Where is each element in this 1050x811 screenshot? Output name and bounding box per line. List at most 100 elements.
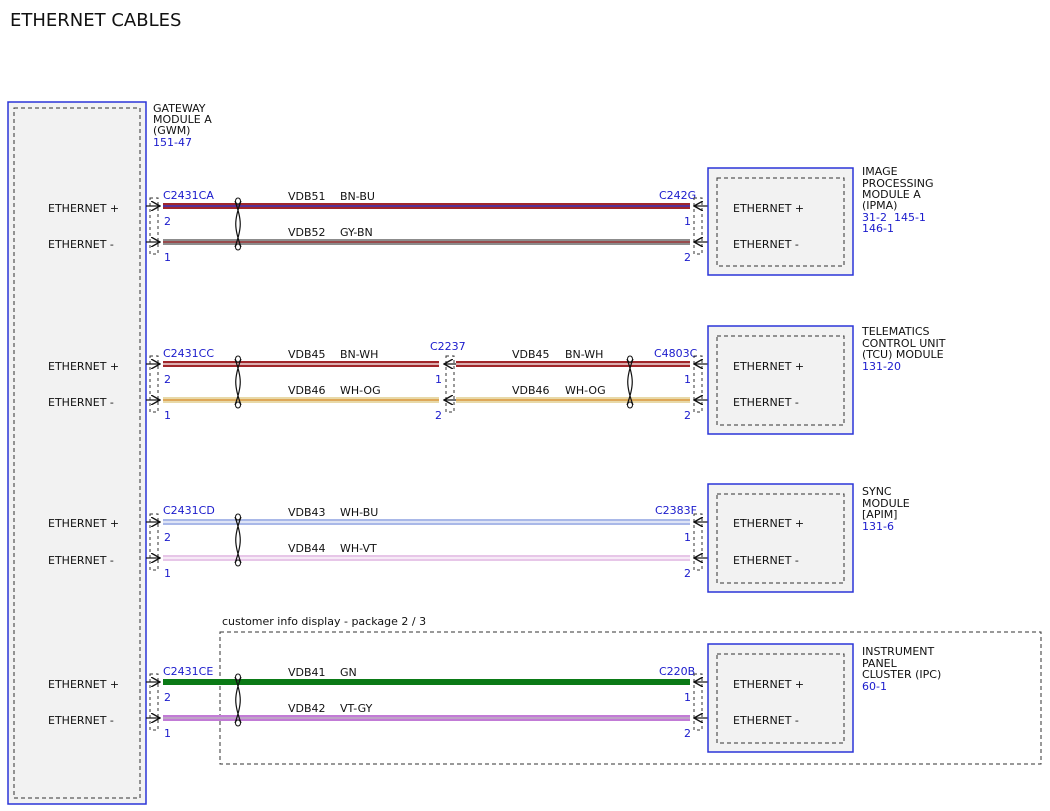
right-connector: C2383F xyxy=(655,504,697,517)
twist-end-bottom xyxy=(235,559,241,567)
module-ref-1: 131-20 xyxy=(862,360,901,373)
module-name-line-1: SYNC xyxy=(862,485,892,498)
mid-connector-outline xyxy=(445,355,455,413)
module-name-line-3: CLUSTER (IPC) xyxy=(862,668,941,681)
wire-top-2-circuit: VDB45 xyxy=(512,348,550,361)
module-name-line-3: MODULE A xyxy=(862,188,921,201)
module-name-line-2: MODULE xyxy=(862,497,910,510)
module-name-line-2: PANEL xyxy=(862,657,898,670)
twist-end-top xyxy=(235,673,241,681)
twisted-pair-icon-2 xyxy=(626,358,634,406)
module-box xyxy=(707,483,854,593)
module-pin-plus-label: ETHERNET + xyxy=(733,678,804,691)
left-pin-top: 2 xyxy=(164,531,171,544)
group-apim: ETHERNET + ETHERNET - C2431CD 2 1 VDB43 … xyxy=(48,483,910,593)
gateway-module: GATEWAY MODULE A (GWM) 151-47 xyxy=(7,101,212,805)
wire-bottom-color: WH-OG xyxy=(340,384,381,397)
wire-bottom-color: VT-GY xyxy=(340,702,373,715)
left-connector: C2431CD xyxy=(163,504,215,517)
right-pin-bottom: 2 xyxy=(684,727,691,740)
group-tcu: ETHERNET + ETHERNET - C2431CC 2 1 VDB45 … xyxy=(48,325,946,435)
left-pin-bottom: 1 xyxy=(164,409,171,422)
left-connector-outline xyxy=(149,673,159,731)
module-inner xyxy=(716,335,845,426)
twist-end-bottom-2 xyxy=(627,401,633,409)
module-pin-minus-label: ETHERNET - xyxy=(733,238,799,251)
module-pin-plus-label: ETHERNET + xyxy=(733,517,804,530)
wire-top-circuit: VDB43 xyxy=(288,506,326,519)
group-ipc: ETHERNET + ETHERNET - C2431CE 2 1 VDB41 … xyxy=(48,643,941,753)
gwm-pin-plus-label: ETHERNET + xyxy=(48,517,119,530)
twisted-pair-icon xyxy=(234,676,242,724)
left-pin-top: 2 xyxy=(164,215,171,228)
module-name-line-2: CONTROL UNIT xyxy=(862,337,946,350)
right-pin-bottom: 2 xyxy=(684,409,691,422)
wire-bottom-circuit: VDB52 xyxy=(288,226,326,239)
twisted-pair-icon xyxy=(234,200,242,248)
module-ref-1: 31-2 145-1 xyxy=(862,211,926,224)
module-ref-1: 131-6 xyxy=(862,520,894,533)
module-box xyxy=(707,167,854,276)
right-pin-bottom: 2 xyxy=(684,567,691,580)
wire-bottom-color: WH-VT xyxy=(340,542,377,555)
right-pin-top: 1 xyxy=(684,373,691,386)
gateway-ref: 151-47 xyxy=(153,136,192,149)
module-pin-minus-label: ETHERNET - xyxy=(733,714,799,727)
right-connector-outline xyxy=(693,355,703,413)
twist-end-bottom xyxy=(235,719,241,727)
left-pin-bottom: 1 xyxy=(164,727,171,740)
left-pin-top: 2 xyxy=(164,373,171,386)
wire-top-color: BN-WH xyxy=(340,348,378,361)
module-inner xyxy=(716,177,845,267)
wire-top-color: GN xyxy=(340,666,357,679)
module-inner xyxy=(716,493,845,584)
wire-bottom-circuit: VDB46 xyxy=(288,384,326,397)
module-name-line-4: (IPMA) xyxy=(862,199,897,212)
right-connector-outline xyxy=(693,513,703,571)
twist-end-top xyxy=(235,355,241,363)
twist-end-top xyxy=(235,513,241,521)
module-pin-plus-label: ETHERNET + xyxy=(733,202,804,215)
option-box-label: customer info display - package 2 / 3 xyxy=(222,615,426,628)
twisted-pair-icon xyxy=(234,516,242,564)
right-pin-top: 1 xyxy=(684,215,691,228)
gwm-pin-plus-label: ETHERNET + xyxy=(48,360,119,373)
module-name-line-1: INSTRUMENT xyxy=(862,645,935,658)
wire-top-2-color: BN-WH xyxy=(565,348,603,361)
left-pin-bottom: 1 xyxy=(164,567,171,580)
left-connector: C2431CA xyxy=(163,189,214,202)
module-pin-plus-label: ETHERNET + xyxy=(733,360,804,373)
gwm-pin-minus-label: ETHERNET - xyxy=(48,554,114,567)
left-pin-top: 2 xyxy=(164,691,171,704)
module-pin-minus-label: ETHERNET - xyxy=(733,554,799,567)
gateway-name-line-3: (GWM) xyxy=(153,124,190,137)
wire-top-color: WH-BU xyxy=(340,506,378,519)
gwm-pin-minus-label: ETHERNET - xyxy=(48,714,114,727)
right-connector: C242G xyxy=(659,189,696,202)
wire-bottom-circuit: VDB42 xyxy=(288,702,326,715)
mid-connector: C2237 xyxy=(430,340,466,353)
left-connector-outline xyxy=(149,197,159,255)
left-pin-bottom: 1 xyxy=(164,251,171,264)
gateway-name-line-2: MODULE A xyxy=(153,113,212,126)
twist-end-top xyxy=(235,197,241,205)
module-inner xyxy=(716,653,845,744)
right-connector: C4803C xyxy=(654,347,698,360)
left-connector-outline xyxy=(149,513,159,571)
module-ref-2: 146-1 xyxy=(862,222,894,235)
module-name-line-3: [APIM] xyxy=(862,508,897,521)
right-pin-top: 1 xyxy=(684,691,691,704)
mid-pin-top: 1 xyxy=(435,373,442,386)
gwm-pin-minus-label: ETHERNET - xyxy=(48,238,114,251)
right-pin-bottom: 2 xyxy=(684,251,691,264)
twisted-pair-icon xyxy=(234,358,242,406)
right-connector: C220B xyxy=(659,665,695,678)
option-box: customer info display - package 2 / 3 xyxy=(219,615,1042,765)
wire-top-color: BN-BU xyxy=(340,190,375,203)
twist-end-bottom xyxy=(235,401,241,409)
module-ref-1: 60-1 xyxy=(862,680,887,693)
wire-bottom-2-color: WH-OG xyxy=(565,384,606,397)
module-box xyxy=(707,325,854,435)
wire-top-circuit: VDB51 xyxy=(288,190,326,203)
mid-pin-bottom: 2 xyxy=(435,409,442,422)
